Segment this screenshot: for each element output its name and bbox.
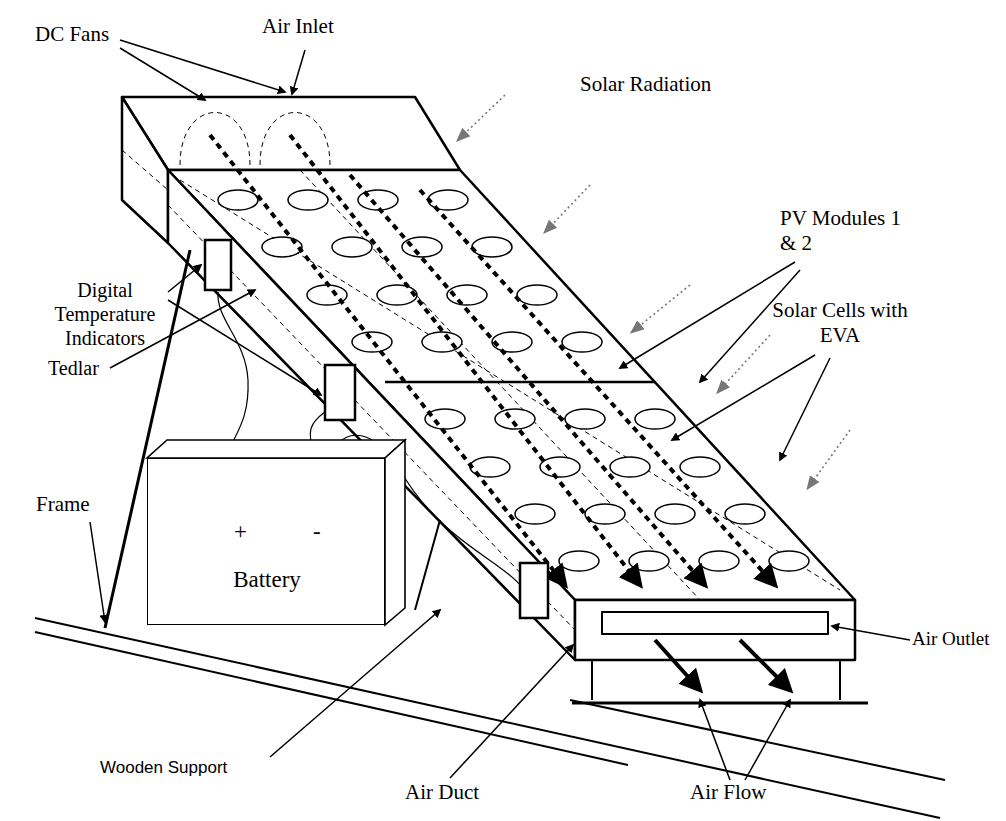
callout-label: Air Inlet bbox=[262, 14, 362, 39]
callout-label: Solar Cells with EVA bbox=[770, 298, 910, 348]
terminal-sign: - bbox=[313, 519, 321, 544]
callout-label: Air Duct bbox=[405, 780, 515, 805]
callout-label: Air Outlet bbox=[912, 628, 1004, 651]
callout-label: Digital Temperature Indicators bbox=[40, 278, 170, 350]
callout-label: Wooden Support bbox=[100, 758, 280, 778]
callout-label: Frame bbox=[36, 492, 116, 517]
callout-label: Air Flow bbox=[690, 780, 800, 805]
callout-label: Solar Radiation bbox=[580, 72, 760, 97]
battery-box: + -Battery bbox=[147, 458, 385, 625]
battery-label: Battery bbox=[233, 567, 301, 592]
callout-label: DC Fans bbox=[35, 22, 135, 47]
callout-label: Tedlar bbox=[48, 356, 128, 380]
terminal-sign: + bbox=[234, 519, 247, 544]
callout-label: PV Modules 1 & 2 bbox=[780, 206, 908, 256]
